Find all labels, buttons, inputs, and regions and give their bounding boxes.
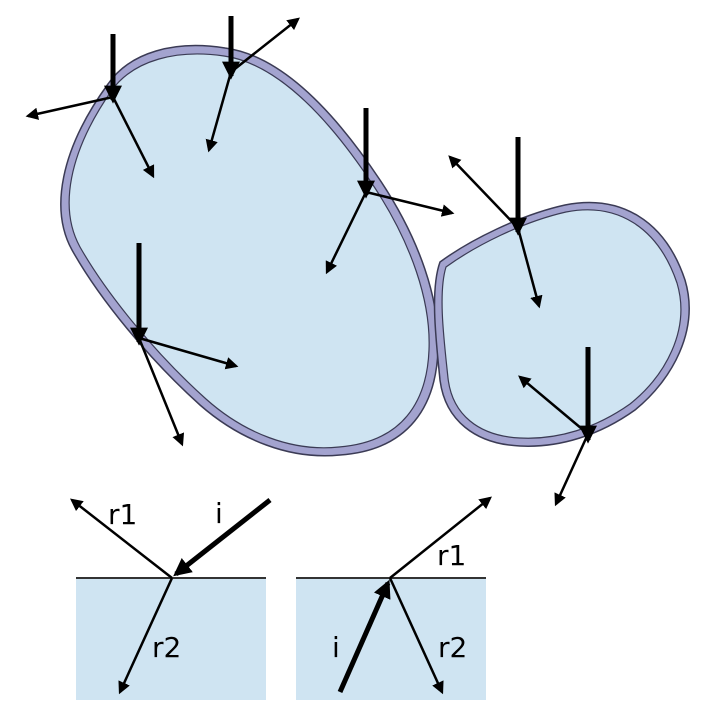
small-cell-interior (441, 209, 682, 439)
small-cell-rays (448, 137, 597, 507)
small-cell (433, 201, 690, 447)
reflected-label: r1 (437, 539, 466, 572)
panel-right: r1 i r2 (296, 496, 492, 700)
incident-ray (337, 579, 391, 694)
panel-left: r1 i r2 (70, 497, 272, 700)
incident-label: i (215, 497, 223, 530)
refracted-label: r2 (438, 631, 467, 664)
refracted-ray (137, 337, 185, 447)
reflected-ray (518, 375, 589, 435)
reflected-ray (389, 496, 492, 579)
refracted-ray (554, 433, 590, 507)
refracted-ray (325, 191, 368, 275)
refracted-ray (388, 577, 444, 695)
refracted-ray (516, 227, 543, 309)
large-cell-interior (68, 53, 430, 449)
large-cell (60, 44, 439, 457)
reflected-ray (365, 190, 455, 217)
reflected-ray (230, 17, 300, 73)
reflected-ray (138, 336, 239, 370)
reflected-ray (25, 95, 114, 120)
refracted-label: r2 (152, 631, 181, 664)
refracted-ray (111, 96, 155, 179)
medium (76, 578, 266, 700)
refracted-ray (118, 577, 174, 695)
reflected-ray (448, 155, 519, 229)
reflected-label: r1 (108, 498, 137, 531)
incident-ray (173, 498, 272, 577)
reflected-ray (70, 498, 173, 579)
refracted-ray (205, 71, 233, 153)
large-cell-rays (25, 16, 455, 447)
medium (296, 578, 486, 700)
incident-label: i (332, 631, 340, 664)
